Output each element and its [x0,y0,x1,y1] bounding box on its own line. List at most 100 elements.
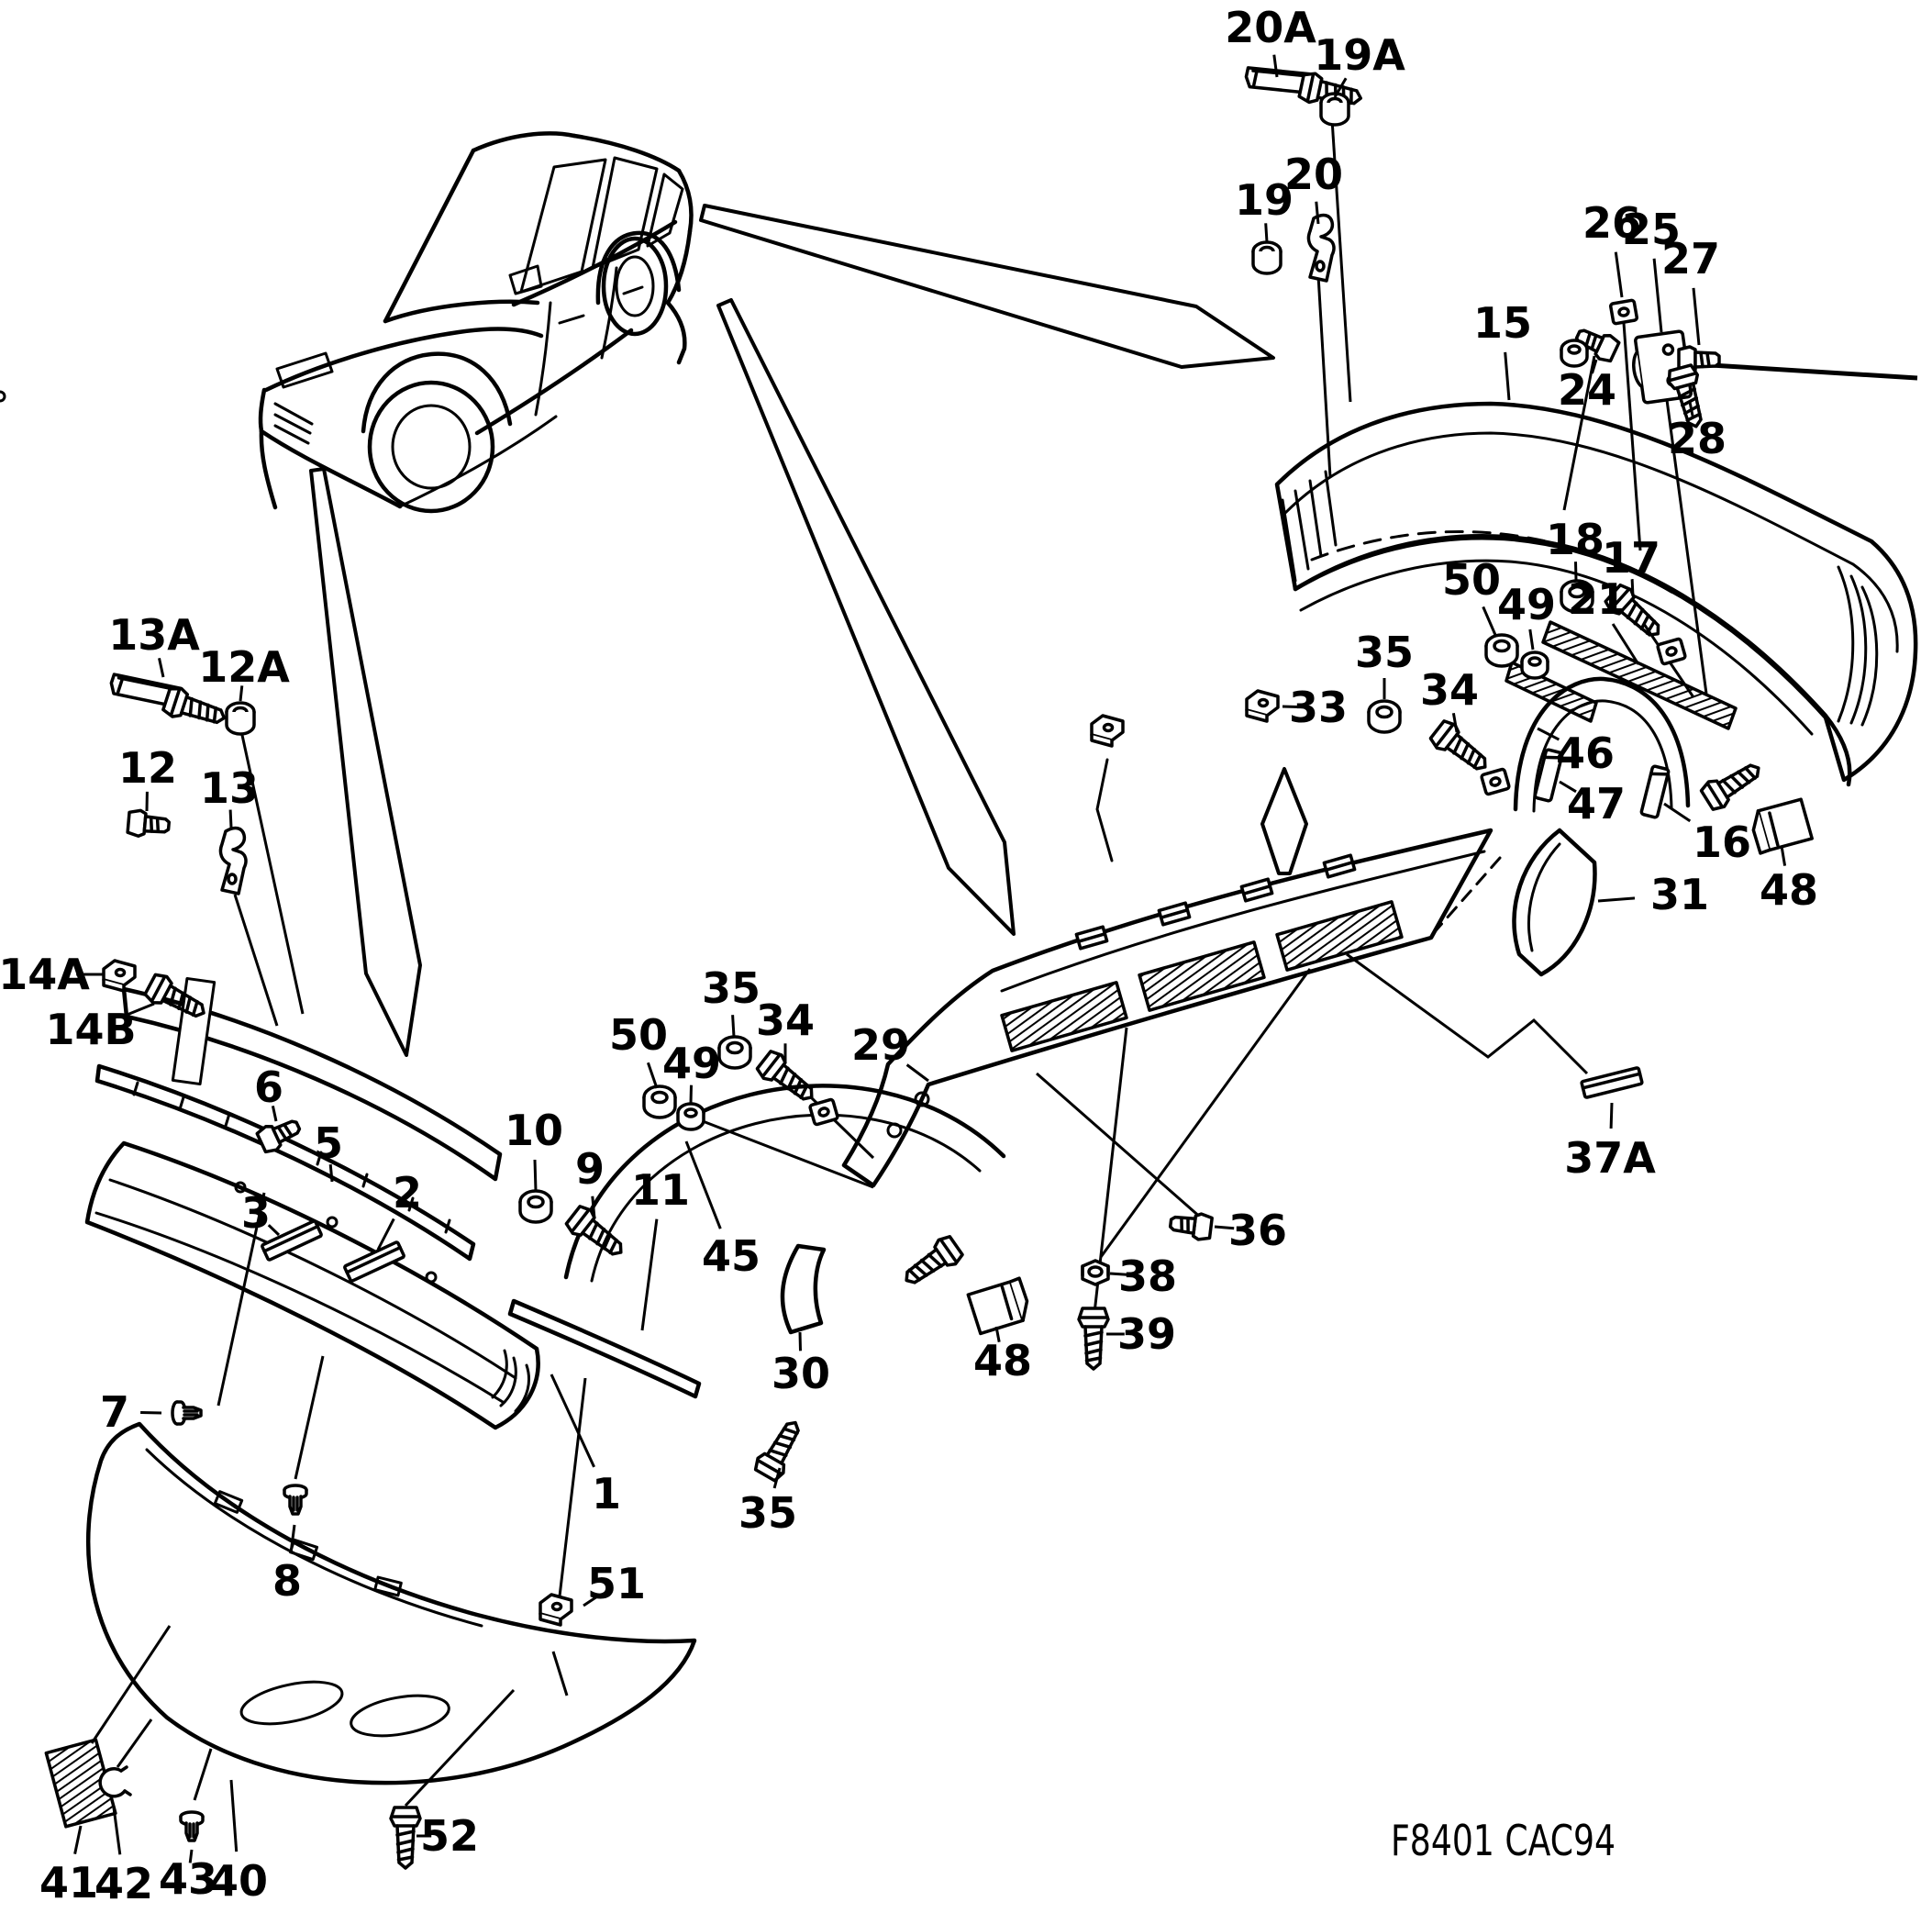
part-label-26: 26 [1582,198,1641,248]
bracket-48 [965,1275,1033,1337]
leader-line-14B [125,1002,155,1017]
part-label-14A: 14A [0,950,90,999]
leader-line-29 [905,1063,929,1083]
nut-50 [642,1084,677,1119]
part-label-12: 12 [118,743,177,793]
bracket-13 [218,826,248,895]
part-label-18: 18 [1546,515,1604,564]
part-label-41: 41 [39,1858,98,1907]
nut-19 [1251,240,1282,275]
leader-line-1 [550,1374,595,1468]
arrow-to-rear-valance [716,298,1016,936]
clip-42 [98,1765,132,1798]
clip-33 [1245,689,1280,723]
leader-line-35 [772,1467,782,1489]
screw-34 [1427,716,1496,781]
leader-line-9 [591,1196,596,1219]
screw-13A [160,684,231,734]
washer-plate-34 [1479,767,1512,796]
part-label-48: 48 [973,1336,1032,1385]
screw-48 [1697,753,1769,815]
construction-lines [90,118,1918,1807]
leader-line-40 [229,1779,239,1852]
part-label-48: 48 [1760,865,1818,915]
part-label-29: 29 [851,1020,910,1070]
nut-26 [1608,298,1639,326]
part-label-7: 7 [100,1387,129,1437]
nut-35 [1367,699,1402,734]
part-label-47: 47 [1567,779,1626,829]
leader-line-35 [731,1015,736,1038]
nut-38 [1081,1259,1110,1286]
screw-35 [750,1413,810,1485]
leader-line-19 [1264,223,1269,243]
part-label-50: 50 [609,1010,668,1060]
leader-line-24 [1591,359,1598,374]
leader-line-37A [1609,1102,1614,1129]
leader-line-30 [798,1331,802,1351]
part-label-34: 34 [1420,665,1479,715]
leader-line-12A [239,685,244,702]
part-label-33: 33 [1289,683,1348,732]
part-label-17: 17 [1602,533,1660,583]
part-label-35: 35 [1355,628,1414,677]
washer-24 [1560,339,1589,368]
part-label-38: 38 [1118,1251,1177,1301]
part-label-34: 34 [756,995,815,1045]
leader-line-3 [267,1224,281,1237]
part-label-36: 36 [1228,1206,1287,1255]
leader-line-10 [533,1159,538,1192]
clip-14A [102,959,137,993]
part-label-14B: 14B [45,1005,136,1054]
part-label-11: 11 [631,1165,690,1215]
arch-trim-45 [563,1084,1006,1280]
washer-49 [1520,651,1549,680]
part-label-8: 8 [272,1556,302,1606]
part-label-19A: 19A [1314,30,1405,80]
part-label-1: 1 [592,1469,621,1518]
pin-43 [179,1810,205,1842]
leader-line-50 [646,1062,659,1089]
arrow-to-front-bumper [309,467,422,1057]
pad-37A [1580,1065,1644,1100]
leader-line-6 [271,1105,278,1122]
part-label-35: 35 [702,963,761,1013]
front-bumper-assembly [84,976,702,1430]
leader-line-42 [112,1807,122,1855]
leader-line-34 [1451,713,1459,733]
part-label-9: 9 [575,1144,605,1194]
leader-line-45 [684,1140,722,1229]
part-label-5: 5 [314,1118,343,1168]
bracket-20 [1306,213,1336,283]
leader-line-33 [1282,705,1299,708]
leader-line-8 [289,1524,296,1552]
leader-line-43 [188,1849,194,1863]
part-label-12A: 12A [198,642,290,692]
car-illustration [0,131,694,514]
figure-code: F8401 CAC94 [1391,1816,1616,1865]
part-label-45: 45 [702,1231,761,1281]
leader-line-51 [583,1594,600,1607]
leader-line-48 [994,1326,1001,1342]
arch-trim-46 [1513,676,1691,812]
part-label-35: 35 [738,1488,797,1538]
part-label-24: 24 [1558,365,1616,415]
part-label-39: 39 [1117,1309,1176,1359]
leader-line-27 [1692,287,1701,346]
part-label-19: 19 [1235,175,1294,225]
part-label-15: 15 [1473,298,1532,348]
leader-line-15 [1504,351,1511,401]
leader-line-16 [1663,802,1692,823]
part-label-37A: 37A [1564,1133,1656,1183]
nut-50 [1484,633,1519,668]
valance-clip [1090,714,1125,748]
screw-52 [389,1806,422,1870]
leader-line-49 [689,1084,693,1104]
grommet-12A [225,701,256,736]
part-label-49: 49 [1497,580,1556,629]
leader-line-18 [1574,562,1578,581]
leader-line-41 [73,1825,83,1855]
leader-line-17 [1630,579,1635,597]
washer-49 [676,1102,705,1131]
